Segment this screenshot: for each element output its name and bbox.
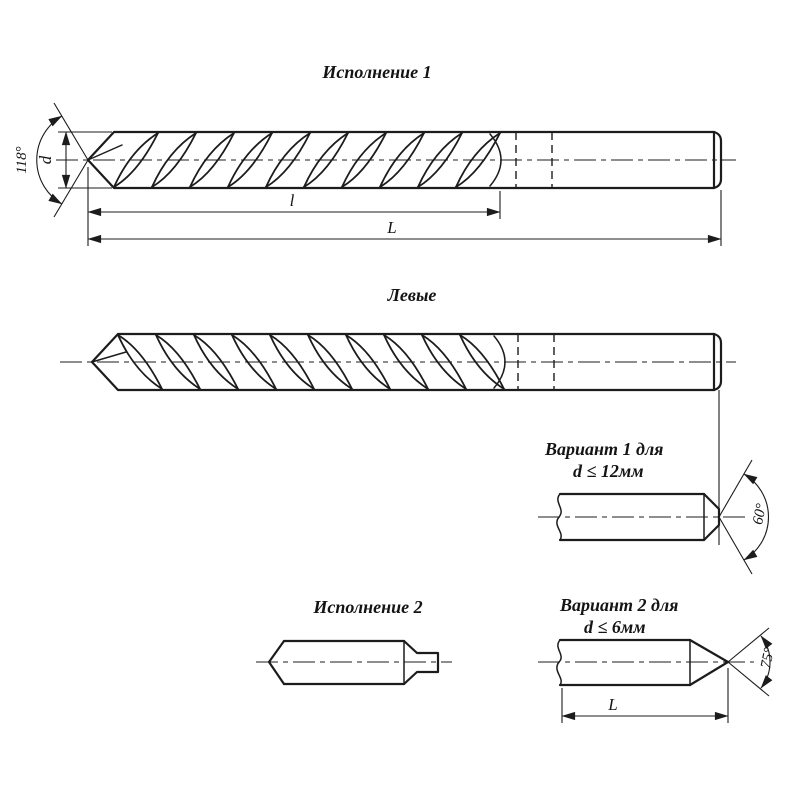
execution2-left-point bbox=[267, 639, 286, 686]
angle-arc bbox=[36, 115, 63, 205]
drill2-upper-profile bbox=[90, 332, 716, 364]
drill1-flute-runout bbox=[489, 133, 502, 187]
drill1-shank-end-cap bbox=[712, 130, 723, 190]
variant2-break-line bbox=[556, 639, 562, 686]
variant1-angle-leg-lower bbox=[718, 516, 753, 575]
dimension-variant1-angle: 60° bbox=[718, 459, 770, 575]
variant2-title-line1: Вариант 2 для bbox=[559, 595, 678, 615]
drill2-chisel-edge bbox=[91, 351, 127, 363]
drill1-chisel-edge bbox=[87, 144, 123, 161]
view-variant2: Вариант 2 для d ≤ 6мм 75° L bbox=[538, 595, 778, 723]
variant2-length-label: L bbox=[607, 695, 617, 714]
view-variant1: Вариант 1 для d ≤ 12мм 60° bbox=[538, 439, 770, 575]
drill2-shank-end-cap bbox=[712, 332, 723, 392]
view-left-hand: Левые bbox=[60, 285, 736, 545]
variant1-angle-value: 60° bbox=[750, 502, 770, 526]
view-execution2: Исполнение 2 bbox=[256, 597, 452, 686]
execution2-title: Исполнение 2 bbox=[312, 597, 422, 617]
drill2-lower-profile bbox=[90, 360, 716, 392]
variant1-break-line bbox=[556, 493, 562, 541]
flute-length-label: l bbox=[290, 191, 295, 210]
variant2-angle-value: 75° bbox=[758, 646, 778, 670]
dimension-diameter: d bbox=[36, 131, 112, 189]
point-angle-value: 118° bbox=[14, 146, 30, 173]
overall-length-label: L bbox=[386, 218, 396, 237]
drill2-flute-runout bbox=[493, 335, 506, 389]
variant1-angle-arc bbox=[743, 473, 770, 561]
dimension-point-angle: 118° bbox=[14, 102, 89, 218]
variant2-angle-arc bbox=[760, 635, 773, 689]
execution2-tang bbox=[402, 639, 440, 686]
drill1-lower-profile bbox=[86, 158, 716, 190]
dimension-variant2-length: L bbox=[561, 668, 729, 723]
variant2-title-line2: d ≤ 6мм bbox=[584, 617, 646, 637]
dimension-variant2-angle: 75° bbox=[727, 627, 778, 697]
variant2-angle-leg-upper bbox=[727, 627, 770, 663]
variant1-angle-leg-upper bbox=[718, 459, 753, 518]
left-hand-title: Левые bbox=[387, 285, 437, 305]
view-execution1: Исполнение 1 118° bbox=[14, 62, 736, 246]
variant1-title-line1: Вариант 1 для bbox=[544, 439, 663, 459]
variant1-title-line2: d ≤ 12мм bbox=[573, 461, 644, 481]
diameter-label: d bbox=[36, 155, 55, 164]
drill1-upper-profile bbox=[86, 130, 716, 162]
dimension-lengths: l L bbox=[87, 167, 722, 246]
variant2-angle-leg-lower bbox=[727, 661, 770, 697]
execution1-title: Исполнение 1 bbox=[321, 62, 431, 82]
